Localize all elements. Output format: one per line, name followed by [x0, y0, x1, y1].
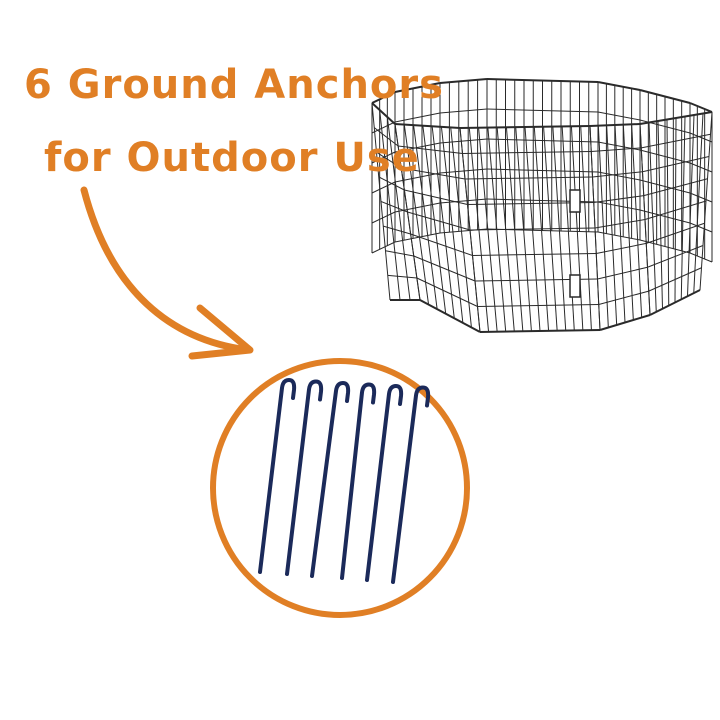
- pen-wire: [394, 172, 441, 183]
- pen-wire: [464, 176, 593, 180]
- pen-wire: [439, 108, 488, 114]
- arrow-head: [188, 304, 254, 360]
- pen-wire: [410, 233, 473, 256]
- pen-wire: [373, 127, 399, 147]
- pen-wire: [643, 178, 708, 197]
- pen-wire: [644, 200, 707, 220]
- pen-wire: [486, 168, 599, 173]
- ground-anchor-stake: [340, 382, 377, 580]
- pen-wire: [404, 189, 468, 205]
- pen-wire: [689, 192, 713, 203]
- pen-wire: [598, 290, 649, 305]
- pen-wire: [597, 171, 641, 181]
- pen-wire: [439, 198, 488, 204]
- pen-wire: [387, 274, 417, 279]
- headline-line-2: for Outdoor Use: [44, 135, 420, 181]
- pen-wire: [648, 267, 702, 292]
- pen-wire: [591, 147, 642, 152]
- pen-wire: [641, 133, 711, 149]
- pen-wire: [596, 242, 647, 254]
- pen-wire: [597, 111, 641, 121]
- pen-wire: [394, 112, 441, 123]
- ground-anchor-stake: [285, 379, 324, 576]
- pen-wire: [597, 231, 641, 241]
- pen-wire: [647, 245, 704, 268]
- pen-wire: [416, 277, 478, 307]
- pen-wire: [639, 149, 691, 164]
- pen-wire: [593, 195, 644, 203]
- pen-wire: [380, 201, 408, 213]
- pen-wire: [646, 222, 705, 244]
- door-latch: [569, 274, 581, 298]
- pen-wire: [472, 253, 597, 256]
- pen-wire: [477, 304, 599, 307]
- pen-wire: [385, 250, 414, 257]
- pen-wire: [597, 81, 641, 91]
- pen-wire: [378, 176, 405, 191]
- pen-wire: [398, 145, 463, 154]
- pen-wire: [592, 171, 643, 178]
- pen-wire: [689, 222, 713, 233]
- pen-wire: [642, 156, 710, 173]
- exercise-pen: [371, 78, 713, 333]
- pen-wire: [689, 252, 713, 263]
- pen-wire: [462, 151, 592, 154]
- pen-wire: [371, 151, 396, 164]
- pen-wire: [689, 102, 713, 113]
- pen-wire: [597, 266, 648, 280]
- pen-wire: [394, 123, 461, 129]
- pen-wire: [486, 138, 599, 143]
- headline-line-1: 6 Ground Anchors: [24, 62, 444, 108]
- pen-wire: [376, 151, 402, 169]
- pen-wire: [439, 78, 488, 84]
- ground-anchor-stake: [391, 385, 431, 584]
- pen-wire: [486, 108, 599, 113]
- ground-anchor-stake: [365, 383, 404, 582]
- pen-wire: [394, 142, 441, 153]
- pen-wire: [371, 121, 396, 134]
- pen-wire: [383, 225, 411, 235]
- curved-arrow: [80, 186, 252, 354]
- pen-wire: [639, 209, 691, 224]
- anchors-circle-frame: [210, 358, 470, 618]
- pen-wire: [439, 168, 488, 174]
- pen-wire: [371, 181, 396, 194]
- ground-anchor-stake: [310, 380, 351, 578]
- ground-anchor-stake: [258, 377, 297, 574]
- ground-anchors: [258, 377, 431, 584]
- pen-wire: [413, 255, 476, 282]
- pen-wire: [394, 82, 441, 93]
- pen-wire: [401, 167, 466, 180]
- pen-wire: [371, 102, 396, 125]
- pen-wire: [594, 219, 646, 229]
- pen-wire: [419, 299, 481, 333]
- pen-wire: [407, 211, 471, 231]
- pen-wire: [371, 241, 396, 254]
- pen-wire: [469, 227, 596, 231]
- pen-wire: [371, 91, 396, 104]
- pen-wire: [639, 179, 691, 194]
- door-latch: [569, 189, 581, 213]
